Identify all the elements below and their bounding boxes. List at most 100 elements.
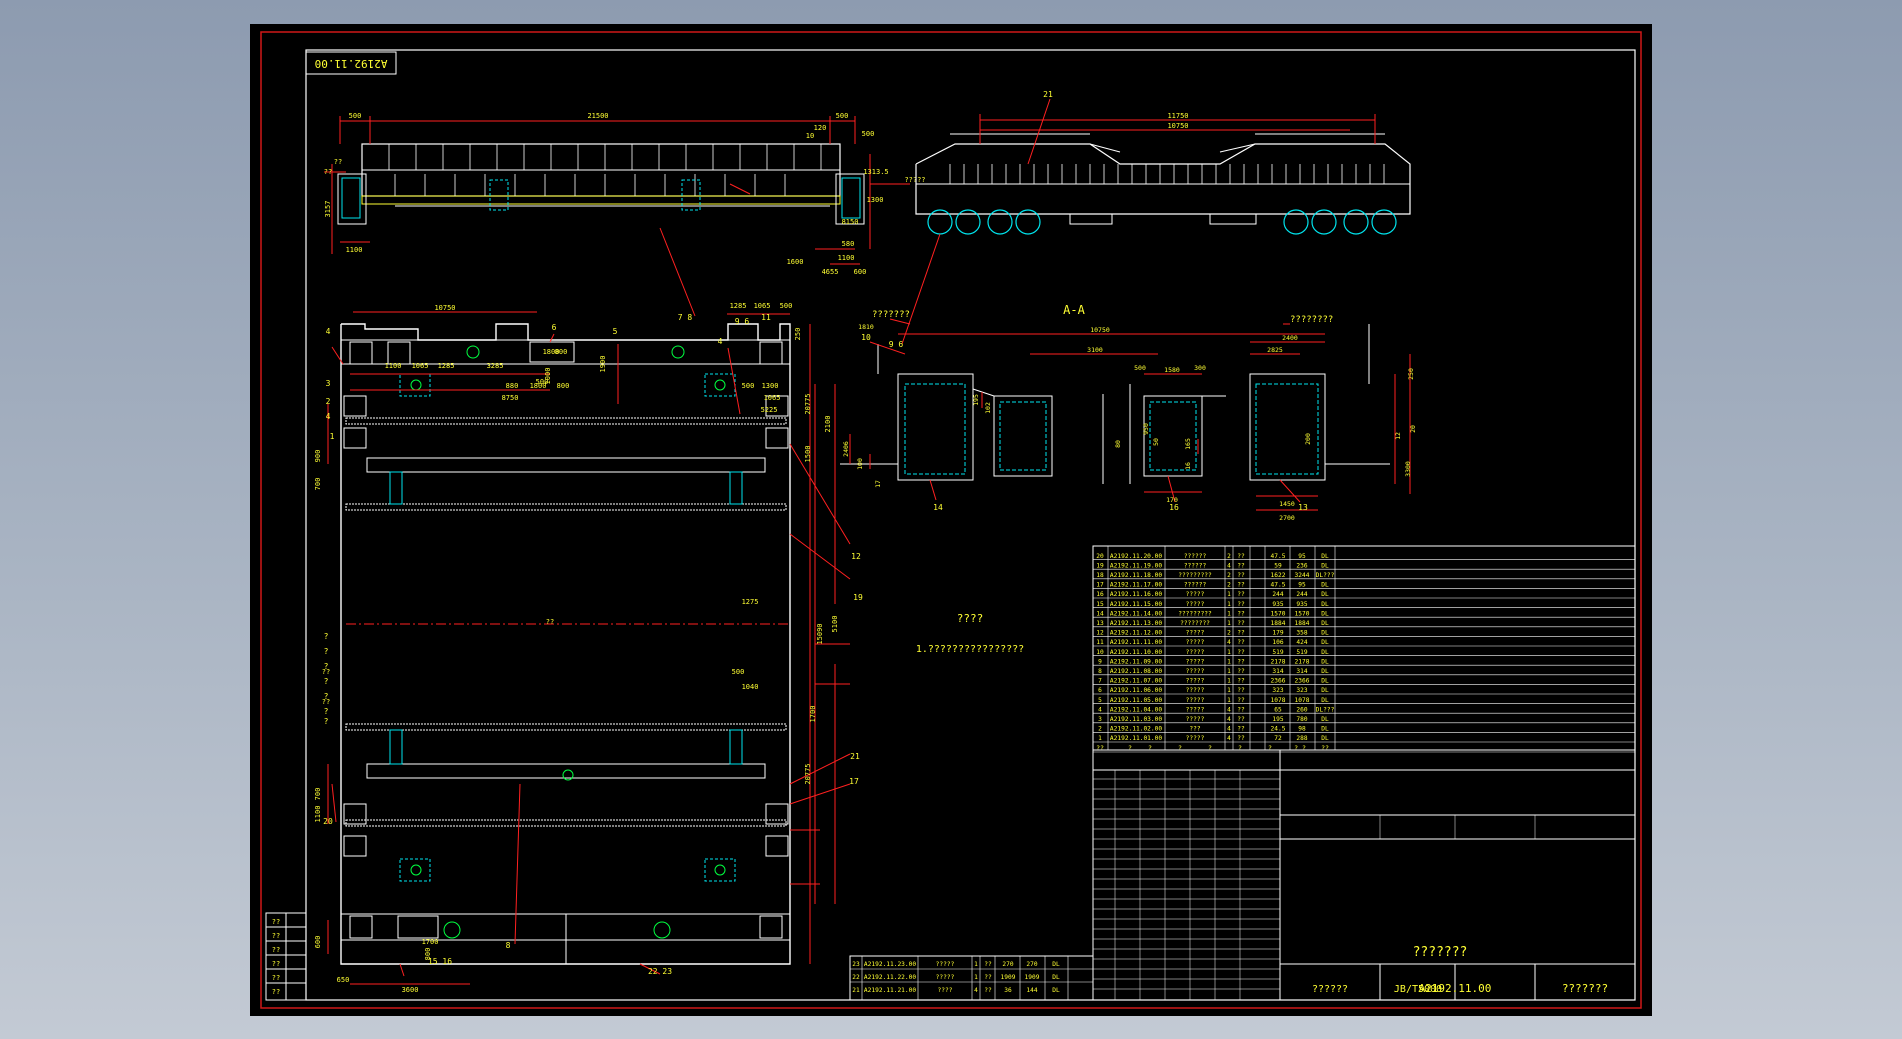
bom-cell: 47.5: [1271, 553, 1286, 560]
bom-header-cell: ??: [1321, 744, 1329, 752]
section-label: A-A: [1063, 303, 1085, 317]
bom-cell: 47.5: [1271, 582, 1286, 589]
bom-cell: ??: [1237, 735, 1245, 742]
dimension-label: 102: [984, 402, 992, 414]
bom-cell: ?????: [1186, 668, 1205, 675]
bom-cell: 1909: [1025, 974, 1040, 981]
dimension-label: 500: [732, 668, 745, 676]
dimension-label: 600: [854, 268, 867, 276]
bom-cell: 2: [1227, 553, 1231, 560]
drawing-number: A2192.11.00: [1419, 982, 1492, 995]
bom-cell: A2192.11.06.00: [1110, 687, 1162, 694]
part-callout: 11: [761, 313, 771, 322]
dimension-label: 250: [794, 328, 802, 341]
bom-header-cell: ?: [1238, 744, 1242, 752]
bom-cell: 1570: [1271, 610, 1286, 617]
bom-cell: 1078: [1271, 697, 1286, 704]
dimension-label: 1100: [838, 254, 855, 262]
bom-cell: 1909: [1001, 974, 1016, 981]
part-callout: 4: [718, 337, 723, 346]
dimension-label: 200: [1304, 433, 1312, 445]
dimension-label: 1065: [412, 362, 429, 370]
bom-cell: ???: [1189, 726, 1200, 733]
bom-cell: 1: [1227, 601, 1231, 608]
bom-cell: ?????: [1186, 735, 1205, 742]
bom-cell: 7: [1098, 678, 1102, 685]
bom-cell: DL: [1321, 678, 1329, 685]
bom-cell: DL???: [1316, 572, 1335, 579]
bom-cell: ?????: [1186, 601, 1205, 608]
dimension-label: 12: [1394, 432, 1402, 440]
bom-cell: ?????: [1186, 697, 1205, 704]
dimension-label: 17: [874, 480, 882, 488]
dimension-label: 80: [1114, 440, 1122, 448]
bom-cell: ??: [1237, 610, 1245, 617]
bom-cell: 21: [852, 987, 860, 994]
part-callout: ?: [324, 662, 329, 671]
revision-mark: ??: [272, 988, 280, 996]
bom-cell: 17: [1096, 582, 1104, 589]
dimension-label: 20775: [804, 763, 812, 784]
dimension-label: 1100: [346, 246, 363, 254]
bom-cell: 358: [1296, 630, 1307, 637]
bom-cell: 1078: [1295, 697, 1310, 704]
part-callout: ?: [324, 632, 329, 641]
dimension-label: 5225: [761, 406, 778, 414]
dimension-label: 8150: [842, 218, 859, 226]
bom-cell: ??: [1237, 620, 1245, 627]
part-callout: ?: [324, 692, 329, 701]
part-callout: 21: [1043, 90, 1053, 99]
bom-cell: 1: [974, 974, 978, 981]
dimension-label: 1313.5: [863, 168, 888, 176]
bom-cell: ?????: [1186, 639, 1205, 646]
bom-cell: A2192.11.10.00: [1110, 649, 1162, 656]
bom-cell: 288: [1296, 735, 1307, 742]
dimension-label: 170: [1166, 496, 1178, 504]
part-callout: 9 6: [735, 317, 750, 326]
bom-cell: ??: [1237, 630, 1245, 637]
bom-cell: 98: [1298, 726, 1306, 733]
bom-cell: A2192.11.01.00: [1110, 735, 1162, 742]
dimension-label: 800: [555, 348, 568, 356]
part-callout: ?: [324, 647, 329, 656]
bom-cell: DL: [1052, 974, 1060, 981]
bom-cell: DL: [1321, 687, 1329, 694]
part-callout: 3: [326, 379, 331, 388]
outer-frame: [260, 31, 1642, 1009]
dimension-label: 1275: [742, 598, 759, 606]
bom-cell: 4: [1227, 562, 1231, 569]
bom-cell: DL: [1052, 961, 1060, 968]
bom-header-cell: ? ?: [1294, 744, 1306, 752]
standard-label: ??????: [1312, 984, 1348, 995]
section-view: A-A: [840, 303, 1417, 522]
bom-cell: DL: [1321, 630, 1329, 637]
dimension-label: 500: [780, 302, 793, 310]
bom-cell: 1: [1227, 620, 1231, 627]
bom-cell: 1: [1227, 610, 1231, 617]
bom-cell: 1: [1227, 687, 1231, 694]
bom-cell: A2192.11.12.00: [1110, 630, 1162, 637]
dimension-label: 1100: [314, 806, 322, 823]
bom-cell: A2192.11.15.00: [1110, 601, 1162, 608]
dimension-label: 8750: [502, 394, 519, 402]
bom-cell: 3244: [1295, 572, 1310, 579]
bom-cell: ??: [1237, 572, 1245, 579]
bom-header-cell: ??: [1096, 744, 1104, 752]
bom-cell: DL: [1321, 639, 1329, 646]
bom-cell: DL: [1321, 610, 1329, 617]
bom-header-cell: ?: [1268, 744, 1272, 752]
bom-cell: 2: [1227, 572, 1231, 579]
bom-header-cell: ?: [1178, 744, 1182, 752]
dimension-label: 50: [1152, 438, 1160, 446]
bom-cell: 195: [1272, 716, 1283, 723]
dimension-label: 10750: [434, 304, 455, 312]
bom-cell: 36: [1004, 987, 1012, 994]
part-callout: 4: [326, 327, 331, 336]
bom-cell: 4: [1227, 735, 1231, 742]
bom-cell: 1570: [1295, 610, 1310, 617]
bom-cell: ??????: [1184, 562, 1207, 569]
revision-mark: ??: [272, 960, 280, 968]
dimension-label: 1000: [544, 368, 552, 385]
bom-cell: A2192.11.04.00: [1110, 706, 1162, 713]
